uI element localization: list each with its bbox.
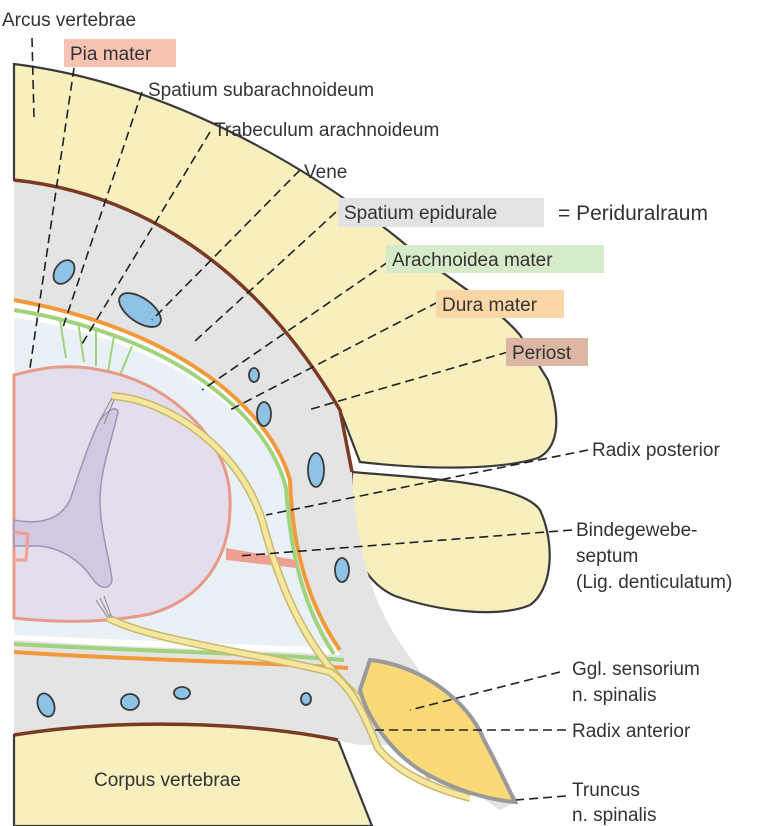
label-pia-mater: Pia mater	[70, 44, 152, 65]
ggl-sensorium	[360, 660, 515, 802]
label-bindegewebe-2: septum	[576, 546, 638, 567]
label-dura-mater: Dura mater	[442, 295, 538, 316]
label-spatium-epidurale: Spatium epidurale	[344, 203, 497, 224]
label-corpus-vertebrae: Corpus vertebrae	[94, 770, 241, 791]
label-trabeculum-arachnoideum: Trabeculum arachnoideum	[214, 120, 439, 141]
label-vene: Vene	[304, 162, 347, 183]
label-bindegewebe-1: Bindegewebe-	[576, 520, 697, 541]
label-arachnoidea-mater: Arachnoidea mater	[392, 250, 553, 271]
label-ggl-2: n. spinalis	[572, 685, 657, 706]
label-periduralraum: = Periduralraum	[558, 202, 708, 225]
processus-bone	[350, 472, 550, 612]
label-ggl-1: Ggl. sensorium	[572, 659, 700, 680]
label-truncus-1: Truncus	[572, 780, 640, 801]
label-arcus-vertebrae: Arcus vertebrae	[2, 10, 136, 31]
label-bindegewebe-3: (Lig. denticulatum)	[576, 572, 732, 593]
label-truncus-2: n. spinalis	[572, 805, 657, 826]
label-periost: Periost	[512, 343, 572, 364]
label-spatium-subarachnoideum: Spatium subarachnoideum	[148, 80, 374, 101]
label-radix-posterior: Radix posterior	[592, 440, 720, 461]
label-radix-anterior: Radix anterior	[572, 721, 691, 742]
